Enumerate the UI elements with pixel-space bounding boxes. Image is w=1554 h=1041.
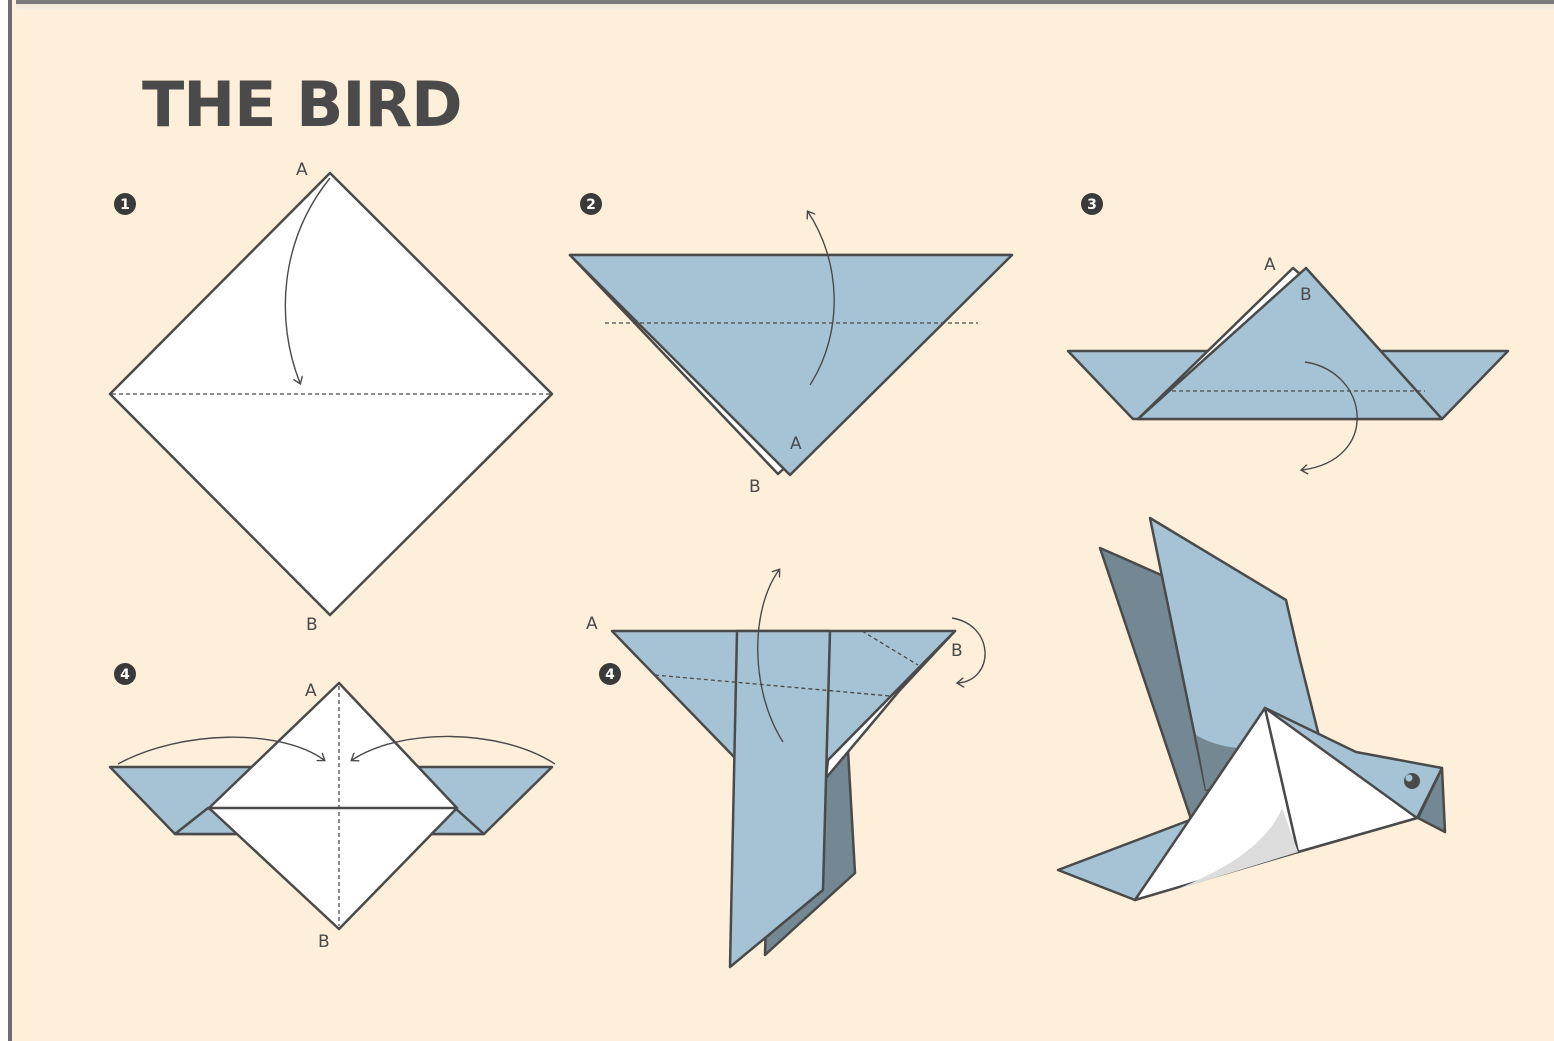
step-1-label-b: B: [306, 615, 318, 635]
step-4-middle: 4 A B: [586, 570, 985, 967]
step-3: 3 A B: [1068, 193, 1508, 470]
step-1: 1 A B: [110, 160, 552, 635]
step-1-number: 1: [120, 197, 130, 213]
step-2-label-a: A: [790, 434, 802, 454]
step-4-middle-front-wing: [730, 631, 830, 967]
step-3-label-b: B: [1300, 285, 1312, 305]
step-4-middle-label-b: B: [951, 641, 963, 661]
step-1-number-badge: 1: [114, 193, 136, 215]
step-2-label-b: B: [749, 477, 761, 497]
step-4-middle-number-badge: 4: [599, 663, 621, 685]
finished-bird: [1058, 518, 1445, 900]
step-1-label-a: A: [296, 160, 308, 180]
step-3-number: 3: [1087, 197, 1097, 213]
step-4-middle-label-a: A: [586, 614, 598, 634]
step-3-label-a: A: [1264, 255, 1276, 275]
step-2-number: 2: [586, 197, 596, 213]
step-4-left: 4 A B: [110, 663, 555, 952]
step-4-left-number: 4: [120, 667, 130, 683]
bird-eye-icon: [1404, 773, 1420, 789]
step-4-middle-number: 4: [605, 667, 615, 683]
step-4-left-label-a: A: [305, 681, 317, 701]
step-4-left-number-badge: 4: [114, 663, 136, 685]
step-3-number-badge: 3: [1081, 193, 1103, 215]
step-2-number-badge: 2: [580, 193, 602, 215]
step-3-front-flap: [1138, 268, 1442, 419]
step-2: 2 A B: [570, 193, 1012, 497]
page-title: THE BIRD: [142, 68, 462, 141]
step-4-left-label-b: B: [318, 932, 330, 952]
step-4-left-white-diamond: [209, 683, 457, 929]
